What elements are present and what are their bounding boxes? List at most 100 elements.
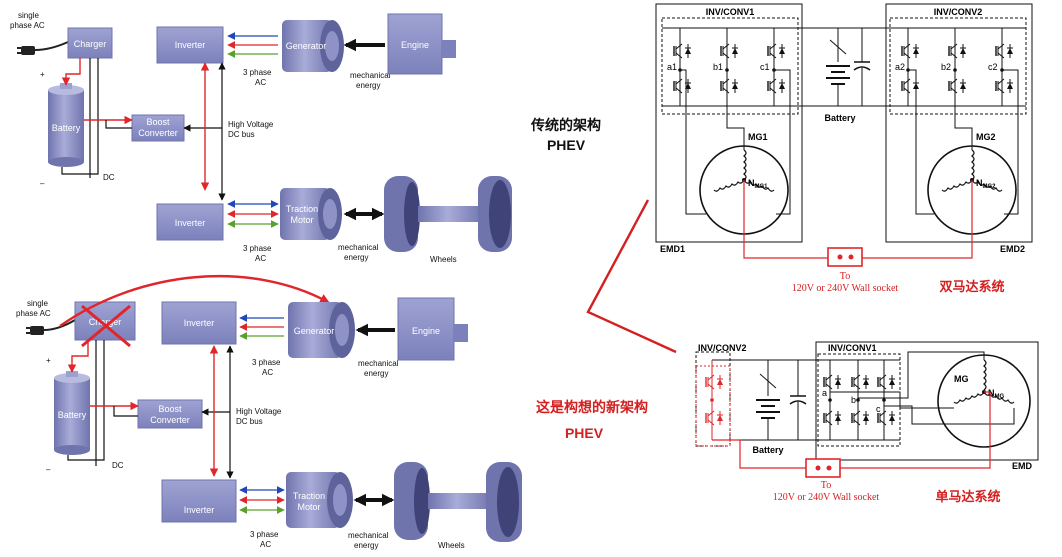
dual-motor-circuit: INV/CONV1 INV/CONV2 a1 b1 c1 a2 b2 c2 [655,3,1033,295]
igbt-switch-icon [705,410,723,426]
single-phase-ac-label-l1: single [18,11,39,20]
traditional-architecture-caption: 传统的架构 [530,117,601,134]
inv-conv1-boundary [661,17,799,115]
igbt-switch-icon [901,43,919,59]
battery-plus: + [46,356,51,365]
igbt-switch-icon [720,43,738,59]
inverter-top-box [156,26,224,64]
single-inv-conv2-boundary [695,351,731,447]
igbt-switch-icon [877,410,895,426]
new-phev-diagram: single phase AC Charger Battery + – DC B… [16,275,522,550]
traction-motor-cylinder [280,188,342,240]
dual-socket-label: 120V or 240V Wall socket [792,283,899,294]
dual-motor-system-label: 双马达系统 [939,279,1004,295]
boost-converter-label-l2: Converter [150,415,190,425]
igbt-switch-icon [948,43,966,59]
boost-converter-label-l1: Boost [158,404,182,414]
inv-conv1-label: INV/CONV1 [706,7,755,17]
emd1-boundary [655,3,803,243]
traction-motor-label-l2: Motor [297,502,320,512]
hv-dc-bus-label-l2: DC bus [236,417,263,426]
battery-plus: + [40,70,45,79]
battery-minus: – [46,465,51,474]
single-inv-conv2-red-boundary [695,365,731,447]
switch-leg [851,360,869,440]
inverter-top-label: Inverter [184,318,215,328]
phase-c1-label: c1 [760,62,770,72]
inverter-bottom-box [156,203,224,241]
single-motor-system-label: 单马达系统 [935,489,1000,505]
igbt-switch-icon [673,78,691,94]
igbt-switch-icon [823,374,841,390]
phase-a2-label: a2 [895,62,905,72]
igbt-switch-icon [948,78,966,94]
mech-energy-bottom-l2: energy [344,253,368,262]
traction-motor-label-l2: Motor [290,215,313,225]
traction-motor-label-l1: Traction [286,204,318,214]
igbt-switch-icon [673,43,691,59]
generator-label: Generator [294,326,335,336]
engine-block [387,13,456,75]
new-phev-caption: PHEV [565,425,604,441]
igbt-switch-icon [851,374,869,390]
inv1-switch-legs [673,28,785,106]
generator-label: Generator [286,41,327,51]
igbt-switch-icon [995,78,1013,94]
traction-motor-cylinder [286,472,353,528]
single-phase-a-label: a [822,388,827,398]
charger-label: Charger [89,317,122,327]
new-architecture-caption: 这是构想的新架构 [536,399,648,416]
engine-label: Engine [401,40,429,50]
single-battery-label: Battery [752,445,783,455]
igbt-switch-icon [767,43,785,59]
inverter-bottom-box [161,479,237,523]
three-phase-ac-top-l1: 3 phase [243,68,272,77]
ac-plug-icon [17,41,69,55]
mech-energy-bottom-l2: energy [354,541,378,550]
single-phase-ac-label-l2: phase AC [16,309,51,318]
phase-b1-label: b1 [713,62,723,72]
inv-conv2-boundary [889,17,1027,115]
phase-b2-label: b2 [941,62,951,72]
three-phase-ac-bottom-l2: AC [260,540,271,549]
inverter-top-label: Inverter [175,40,206,50]
switch-leg [767,28,785,106]
switch-leg [948,28,966,106]
switch-leg [995,28,1013,106]
phase-c2-label: c2 [988,62,998,72]
switch-leg [705,360,723,440]
boost-converter-label-l2: Converter [138,128,178,138]
single-phase-ac-label-l2: phase AC [10,21,45,30]
single-emd-label: EMD [1012,461,1033,471]
generator-cylinder [282,20,344,72]
traditional-phev-caption: PHEV [547,137,586,153]
wheels-axle [384,176,512,252]
traction-motor-label-l1: Traction [293,491,325,501]
inverter-top-box [161,301,237,345]
single-dc-link-capacitor [789,360,807,440]
inv-conv2-label: INV/CONV2 [934,7,983,17]
mg1-label: MG1 [748,132,768,142]
single-wall-socket-connector [805,458,841,478]
single-inv-conv1-label: INV/CONV1 [828,343,877,353]
hv-dc-bus-label-l1: High Voltage [236,407,282,416]
mg2-label: MG2 [976,132,996,142]
wall-socket-connector [827,247,863,267]
dc-link-capacitor [853,28,871,106]
dc-label: DC [112,461,124,470]
mech-energy-top-l2: energy [356,81,380,90]
engine-label: Engine [412,326,440,336]
three-phase-ac-bottom-l1: 3 phase [243,244,272,253]
battery-label: Battery [52,123,81,133]
emd2-boundary [885,3,1033,243]
ac-plug-icon [26,319,76,335]
generator-cylinder [288,302,355,358]
inverter-bottom-label: Inverter [175,218,206,228]
charger-box [67,27,113,59]
hv-dc-bus-label-l1: High Voltage [228,120,274,129]
dc-label: DC [103,173,115,182]
wheels-label: Wheels [430,255,457,264]
igbt-switch-icon [823,410,841,426]
